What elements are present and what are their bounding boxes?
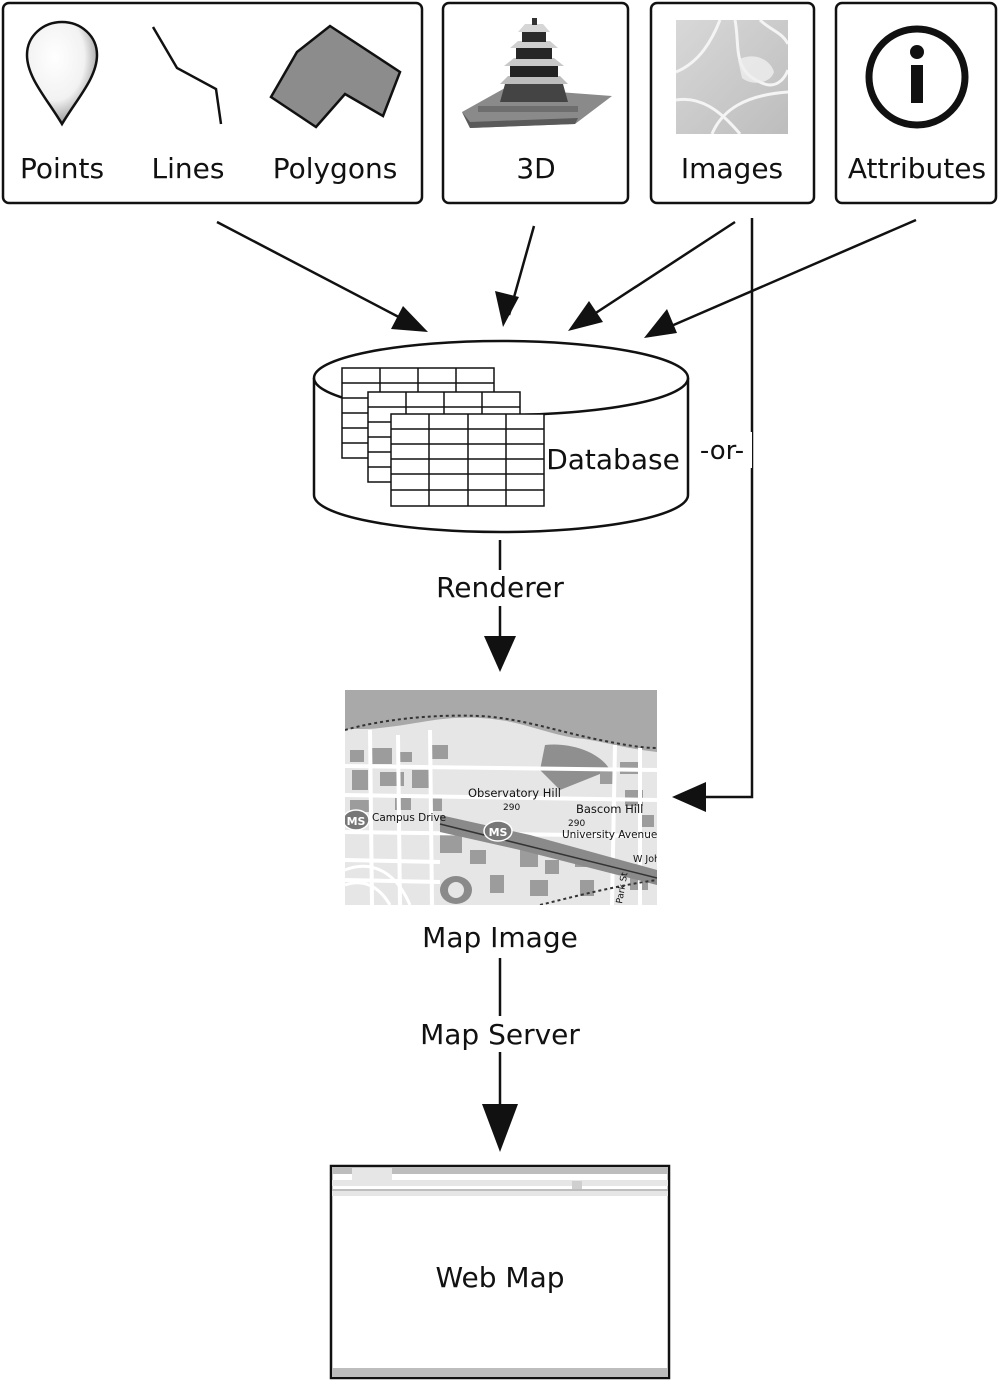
attributes-source-box: Attributes [834,1,998,205]
web-map-label: Web Map [435,1261,564,1294]
arrow-vectors-to-database [216,220,415,327]
highway-shield-center-label: MS [489,826,508,839]
map-server-arrow: Map Server [420,958,580,1152]
highway-shield-center: MS [483,820,513,842]
attributes-label: Attributes [848,152,986,185]
map-pin-icon [25,20,99,127]
images-label: Images [681,152,783,185]
arrow-images-to-map-image [690,218,754,799]
database-table-front [390,413,545,507]
images-source-box: Images [649,1,816,205]
map-image-label: Map Image [422,921,578,954]
threed-label: 3D [516,152,555,185]
map-label-290-a: 290 [503,803,520,813]
map-label-w-johnson: W Joh [633,854,660,865]
aerial-image-icon [676,20,788,134]
polygons-label: Polygons [273,152,398,185]
browser-toolbar [332,1191,668,1196]
map-server-label: Map Server [420,1018,580,1051]
polyline-icon [151,26,223,125]
threed-source-box: 3D [441,1,630,205]
polygon-icon [269,24,402,129]
castle-3d-icon [462,18,612,128]
map-label-campus-drive: Campus Drive [372,812,446,824]
info-icon [865,25,969,129]
map-label-observatory-hill: Observatory Hill [468,786,561,800]
lines-label: Lines [152,152,225,185]
browser-button [572,1181,582,1190]
browser-status-bar [332,1368,668,1377]
database-cylinder: Database [312,339,690,534]
renderer-arrow: Renderer [436,540,564,672]
web-map-window: Web Map [329,1164,671,1380]
database-label: Database [546,443,680,476]
map-image: MS MS Observatory Hill Bascom Hill Campu… [345,690,660,905]
map-label-university-avenue: University Avenue [562,829,657,841]
points-label: Points [20,152,104,185]
vector-sources-box: Points Lines Polygons [1,1,424,205]
renderer-label: Renderer [436,571,564,604]
map-label-290-b: 290 [568,819,585,829]
highway-shield-left-label: MS [347,815,366,828]
highway-shield-left: MS [345,809,370,831]
or-label-background [698,432,752,468]
input-arrowheads [391,291,706,812]
map-label-bascom-hill: Bascom Hill [576,802,643,816]
browser-tab [352,1168,392,1180]
arrow-images-to-database [584,220,736,322]
arrow-attributes-to-database [661,218,917,332]
or-label: -or- [700,436,744,466]
